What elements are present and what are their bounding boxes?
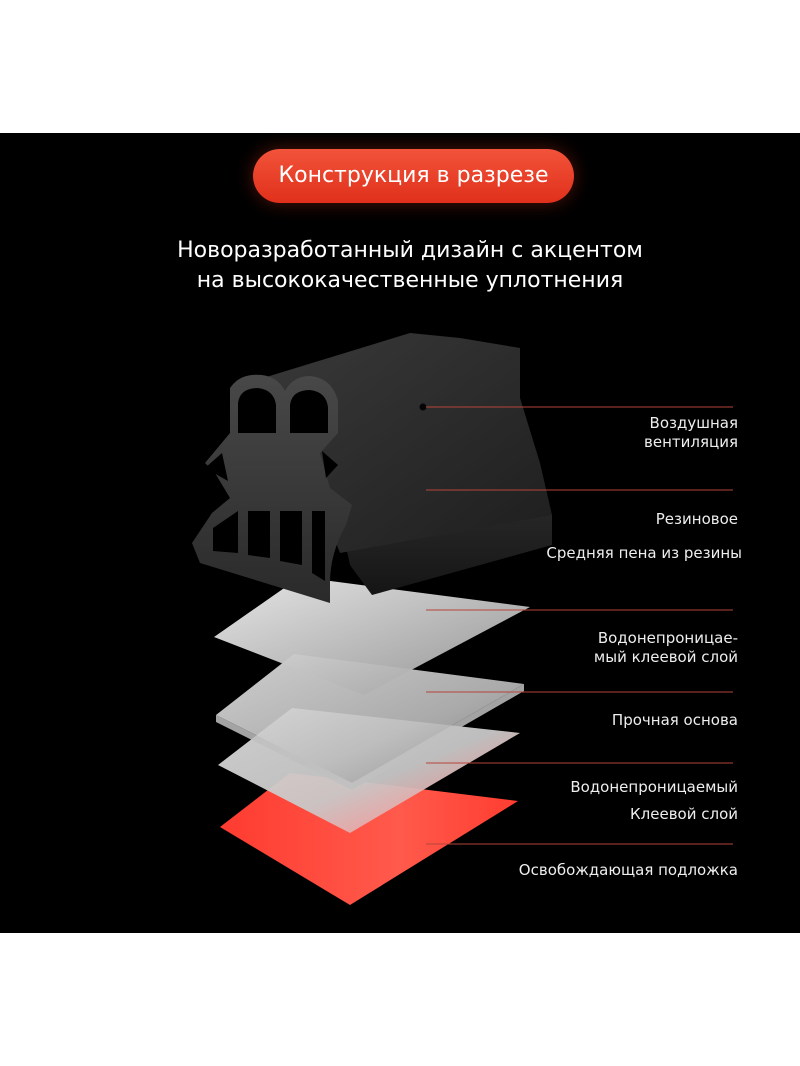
base-sheet [216, 654, 524, 783]
label-adhesive: Клеевой слой [630, 805, 738, 823]
label-waterproof-adhesive-line-2: мый клеевой слой [593, 648, 738, 666]
leader-lines [426, 406, 733, 845]
seal-cross-section-illustration [192, 333, 733, 905]
headline: Новоразработанный дизайн с акцентом на в… [0, 236, 800, 296]
section-title-pill: Конструкция в разрезе [253, 149, 574, 203]
headline-line-2: на высококачественные уплотнения [196, 268, 624, 293]
label-waterproof: Водонепроницаемый [570, 778, 738, 796]
rubber-profile-front [192, 374, 352, 603]
product-panel: Конструкция в разрезе Новоразработанный … [0, 133, 800, 933]
headline-line-1: Новоразработанный дизайн с акцентом [177, 238, 643, 263]
release-liner-layer [220, 773, 518, 905]
label-release-liner: Освобождающая подложка [518, 861, 738, 879]
label-foam: Средняя пена из резины [546, 544, 742, 562]
label-waterproof-adhesive-line-1: Водонепроницае- [597, 629, 738, 647]
label-air-vent-line-2: вентиляция [644, 433, 738, 451]
label-rubber: Резиновое [655, 510, 738, 528]
label-air-vent: Воздушная вентиляция [644, 414, 738, 452]
label-air-vent-line-1: Воздушная [649, 414, 738, 432]
label-base: Прочная основа [611, 711, 738, 729]
air-vent-hole [419, 403, 427, 411]
label-waterproof-adhesive: Водонепроницае- мый клеевой слой [594, 629, 738, 667]
adhesive-sheet-upper [214, 577, 530, 695]
